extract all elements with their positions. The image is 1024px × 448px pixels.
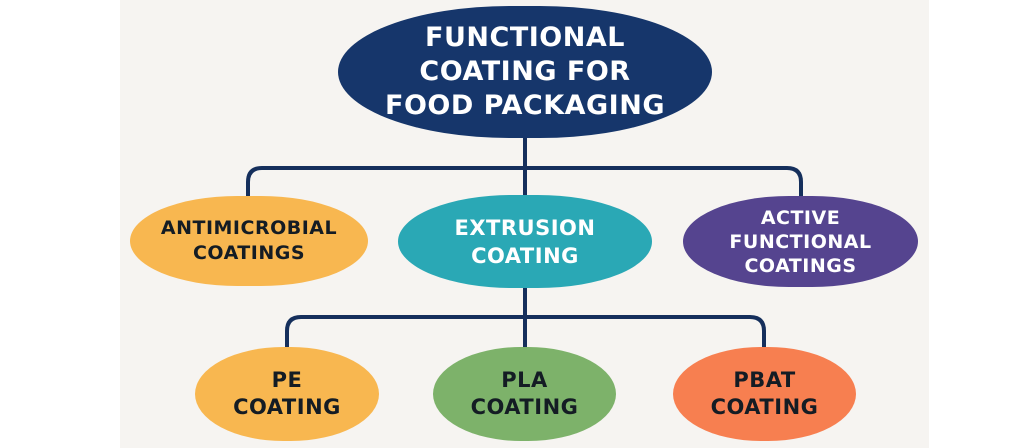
antimicrobial-line-2: COATINGS — [192, 242, 306, 264]
node-pbat-coating: PBAT COATING — [673, 347, 856, 441]
root-line-2: COATING FOR — [419, 56, 631, 87]
pe-line-2: COATING — [233, 395, 341, 419]
root-node-functional-coating: FUNCTIONAL COATING FOR FOOD PACKAGING — [338, 6, 712, 138]
node-pla-coating: PLA COATING — [433, 347, 616, 441]
active-line-3: COATINGS — [744, 254, 857, 277]
node-pe-coating: PE COATING — [195, 347, 379, 441]
active-line-2: FUNCTIONAL — [729, 230, 872, 253]
node-active-functional-coatings: ACTIVE FUNCTIONAL COATINGS — [683, 196, 918, 287]
pbat-line-2: COATING — [710, 395, 819, 419]
level1-connector — [246, 166, 803, 198]
node-antimicrobial-coatings: ANTIMICROBIAL COATINGS — [130, 196, 368, 286]
active-line-1: ACTIVE — [760, 206, 841, 229]
root-line-1: FUNCTIONAL — [425, 22, 625, 53]
pe-line-1: PE — [271, 368, 303, 392]
antimicrobial-line-1: ANTIMICROBIAL — [160, 217, 338, 239]
node-extrusion-coating: EXTRUSION COATING — [398, 195, 652, 288]
pbat-line-1: PBAT — [733, 368, 796, 392]
extrusion-line-2: COATING — [471, 243, 579, 268]
root-line-3: FOOD PACKAGING — [385, 90, 665, 121]
level2-connector — [285, 315, 766, 349]
pla-line-1: PLA — [501, 368, 548, 392]
pla-line-2: COATING — [470, 395, 579, 419]
extrusion-line-1: EXTRUSION — [454, 215, 596, 240]
